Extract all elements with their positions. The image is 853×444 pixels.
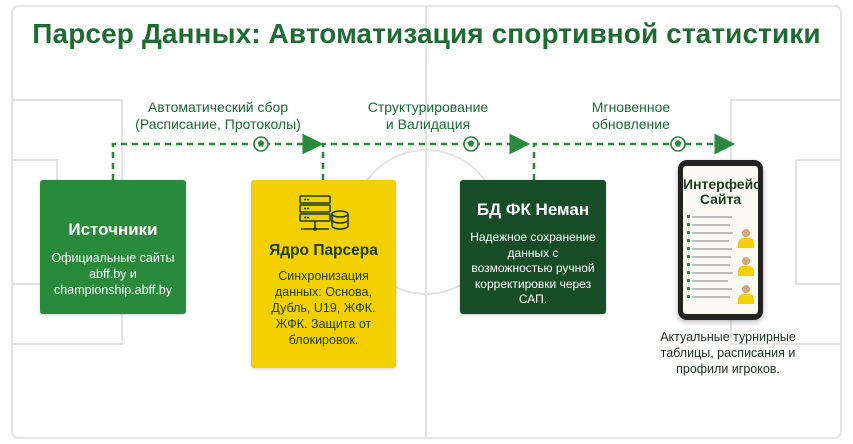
- step-label-update-text: Мгновенное обновление: [591, 99, 671, 132]
- node-sources: Источники Официальные сайты abff.by и ch…: [40, 180, 186, 314]
- page-title: Парсер Данных: Автоматизация спортивной …: [32, 18, 821, 49]
- node-database-desc: Надежное сохранение данных с возможность…: [470, 230, 596, 306]
- site-screen-title: Интерфейс Сайта: [683, 176, 758, 207]
- node-database-title: БД ФК Неман: [476, 200, 590, 219]
- node-parser-core-desc: Синхронизация данных: Основа, Дубль, U19…: [271, 269, 376, 347]
- player-avatar: [738, 229, 754, 248]
- tablet-icon: Интерфейс Сайта: [678, 160, 763, 320]
- ball-icon-3: [670, 136, 686, 152]
- node-database: БД ФК Неман Надежное сохранение данных с…: [460, 180, 606, 314]
- player-avatar: [738, 285, 754, 304]
- connector-1: [111, 133, 324, 180]
- step-label-collection: Автоматический сбор (Расписание, Протоко…: [112, 99, 324, 133]
- ball-icon-2: [463, 136, 479, 152]
- step-label-update: Мгновенное обновление: [556, 99, 706, 133]
- ball-icon-1: [253, 136, 269, 152]
- node-parser-core-title: Ядро Парсера: [269, 242, 378, 259]
- standings-table-preview: [687, 214, 735, 302]
- step-label-collection-text: Автоматический сбор (Расписание, Протоко…: [135, 99, 301, 132]
- node-sources-desc: Официальные сайты abff.by и championship…: [51, 251, 175, 297]
- node-sources-title: Источники: [68, 220, 158, 239]
- player-avatar: [738, 257, 754, 276]
- connector-2: [321, 133, 531, 180]
- node-parser-core: Ядро Парсера Синхронизация данных: Основ…: [251, 180, 396, 368]
- step-label-validation: Структурирование и Валидация: [343, 99, 513, 133]
- tablet-screen: Интерфейс Сайта: [683, 166, 758, 314]
- site-caption: Актуальные турнирные таблицы, расписания…: [660, 330, 796, 376]
- server-database-icon: [298, 195, 349, 231]
- connector-3: [532, 133, 736, 180]
- step-label-validation-text: Структурирование и Валидация: [367, 99, 489, 132]
